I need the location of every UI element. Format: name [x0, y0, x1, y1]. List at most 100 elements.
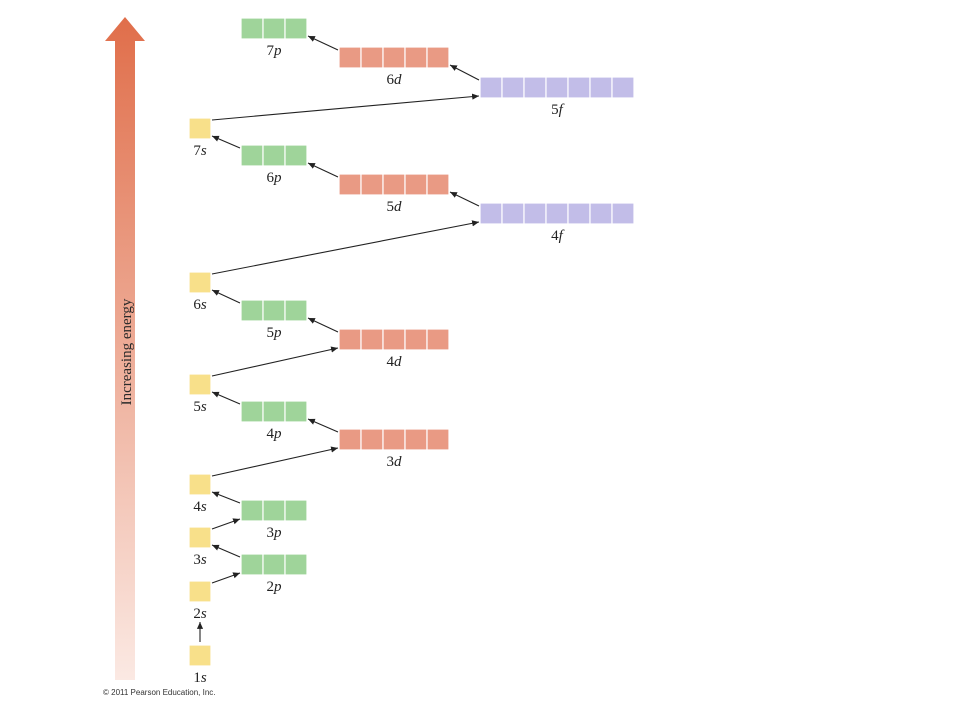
subshell-4s: 4s: [188, 473, 212, 515]
orbital-box: [284, 299, 308, 322]
arrow-5f-to-6d: [449, 64, 480, 81]
orbital-box: [188, 473, 212, 496]
arrow-4s-to-3d: [211, 446, 339, 477]
orbital-box: [360, 428, 384, 451]
orbital-box: [611, 202, 635, 225]
subshell-6s: 6s: [188, 271, 212, 313]
subshell-5d: 5d: [338, 173, 450, 215]
orbital-box: [589, 76, 613, 99]
orbital-box: [523, 76, 547, 99]
subshell-label-5s: 5s: [193, 399, 207, 415]
subshell-label-2p: 2p: [267, 579, 283, 595]
subshell-3d: 3d: [338, 428, 450, 470]
orbital-box: [501, 76, 525, 99]
subshell-label-6s: 6s: [193, 297, 207, 313]
arrow-6p-to-7s: [211, 135, 241, 149]
arrow-4d-to-5p: [307, 317, 339, 333]
orbital-box: [382, 46, 406, 69]
subshell-5s: 5s: [188, 373, 212, 415]
orbital-box: [284, 144, 308, 167]
orbital-box: [382, 428, 406, 451]
subshell-label-5f: 5f: [551, 102, 565, 118]
orbital-box: [188, 117, 212, 140]
subshell-5f: 5f: [479, 76, 635, 118]
subshell-3p: 3p: [240, 499, 308, 541]
orbital-box: [262, 499, 286, 522]
orbital-box: [338, 328, 362, 351]
orbital-box: [240, 144, 264, 167]
orbital-box: [567, 76, 591, 99]
subshell-6p: 6p: [240, 144, 308, 186]
arrow-3p-to-4s: [211, 491, 241, 504]
orbital-box: [188, 526, 212, 549]
subshell-label-5d: 5d: [387, 199, 403, 215]
orbital-box: [262, 400, 286, 423]
arrow-2s-to-2p: [211, 572, 241, 584]
arrow-3s-to-3p: [211, 518, 241, 530]
orbital-box: [240, 400, 264, 423]
orbital-box: [262, 144, 286, 167]
subshell-6d: 6d: [338, 46, 450, 88]
subshell-label-3d: 3d: [387, 454, 403, 470]
subshell-label-4f: 4f: [551, 228, 565, 244]
orbital-box: [338, 428, 362, 451]
orbital-box: [404, 428, 428, 451]
subshell-3s: 3s: [188, 526, 212, 568]
orbital-box: [545, 202, 569, 225]
subshell-4d: 4d: [338, 328, 450, 370]
orbital-box: [479, 76, 503, 99]
subshell-label-4p: 4p: [267, 426, 283, 442]
arrow-6s-to-4f: [211, 220, 480, 275]
subshell-label-7p: 7p: [267, 43, 283, 59]
orbital-box: [240, 553, 264, 576]
subshell-7s: 7s: [188, 117, 212, 159]
orbital-box: [284, 499, 308, 522]
subshell-label-3s: 3s: [193, 552, 207, 568]
subshell-label-6p: 6p: [267, 170, 283, 186]
subshell-label-6d: 6d: [387, 72, 403, 88]
arrow-5d-to-6p: [307, 162, 339, 178]
orbital-box: [188, 271, 212, 294]
orbital-box: [338, 173, 362, 196]
orbital-box: [404, 328, 428, 351]
orbital-box: [567, 202, 591, 225]
arrow-3d-to-4p: [307, 418, 339, 433]
subshell-2p: 2p: [240, 553, 308, 595]
arrow-2p-to-3s: [211, 544, 241, 558]
arrow-4p-to-5s: [211, 391, 241, 405]
subshell-label-4s: 4s: [193, 499, 207, 515]
subshell-label-7s: 7s: [193, 143, 207, 159]
arrow-5s-to-4d: [211, 346, 339, 377]
orbital-box: [589, 202, 613, 225]
subshell-label-1s: 1s: [193, 670, 207, 686]
energy-axis-label: Increasing energy: [119, 298, 135, 405]
subshell-2s: 2s: [188, 580, 212, 622]
orbital-box: [404, 46, 428, 69]
orbital-box: [284, 400, 308, 423]
orbital-box: [188, 580, 212, 603]
orbital-box: [479, 202, 503, 225]
orbital-box: [240, 299, 264, 322]
fill-order-arrows: [196, 35, 480, 642]
orbital-box: [545, 76, 569, 99]
orbital-box: [523, 202, 547, 225]
orbital-box: [404, 173, 428, 196]
orbital-box: [262, 17, 286, 40]
arrow-7s-to-5f: [211, 93, 480, 121]
subshell-5p: 5p: [240, 299, 308, 341]
subshell-label-5p: 5p: [267, 325, 283, 341]
orbital-box: [611, 76, 635, 99]
orbital-box: [188, 373, 212, 396]
subshell-4p: 4p: [240, 400, 308, 442]
orbital-box: [382, 328, 406, 351]
energy-axis: Increasing energy: [105, 17, 145, 680]
subshell-4f: 4f: [479, 202, 635, 244]
orbital-box: [382, 173, 406, 196]
subshell-rows: 1s 2s 2p 3s 3p 4s 3d 4p 5s 4d 5p 6s 4f 5d 6p 7s 5f 6d 7p: [188, 17, 635, 686]
orbital-box: [426, 173, 450, 196]
subshell-label-2s: 2s: [193, 606, 207, 622]
orbital-box: [501, 202, 525, 225]
subshell-label-3p: 3p: [267, 525, 283, 541]
orbital-box: [188, 644, 212, 667]
